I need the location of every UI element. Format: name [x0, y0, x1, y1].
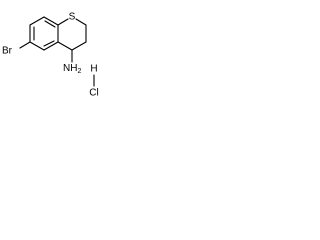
amine-nh: NH: [63, 63, 77, 74]
bond-c4-c4a: [57, 41, 73, 51]
bond-sulfur-c2: [75, 18, 87, 26]
bond-a6-a1: [29, 16, 45, 26]
sulfur-label: S: [69, 12, 76, 23]
bond-c8a-sulfur: [57, 18, 69, 26]
chemical-structure-diagram: Br S NH2 H Cl: [2, 12, 99, 99]
double-bond-inner-2: [43, 40, 55, 47]
amine-label: NH2: [63, 63, 81, 75]
benzene-ring: [29, 16, 59, 51]
double-bond-inner-1: [44, 20, 56, 28]
bond-a1-a2: [43, 16, 59, 26]
thiopyran-ring: [57, 18, 87, 51]
bond-c3-c4: [71, 41, 87, 51]
bond-a3-a4: [43, 41, 59, 51]
bond-ring-bromine: [19, 41, 31, 49]
hydrogen-label: H: [90, 64, 97, 75]
bromine-label: Br: [2, 46, 13, 57]
chlorine-label: Cl: [89, 88, 98, 99]
bond-a4-a5: [29, 41, 45, 51]
amine-subscript: 2: [77, 68, 81, 75]
